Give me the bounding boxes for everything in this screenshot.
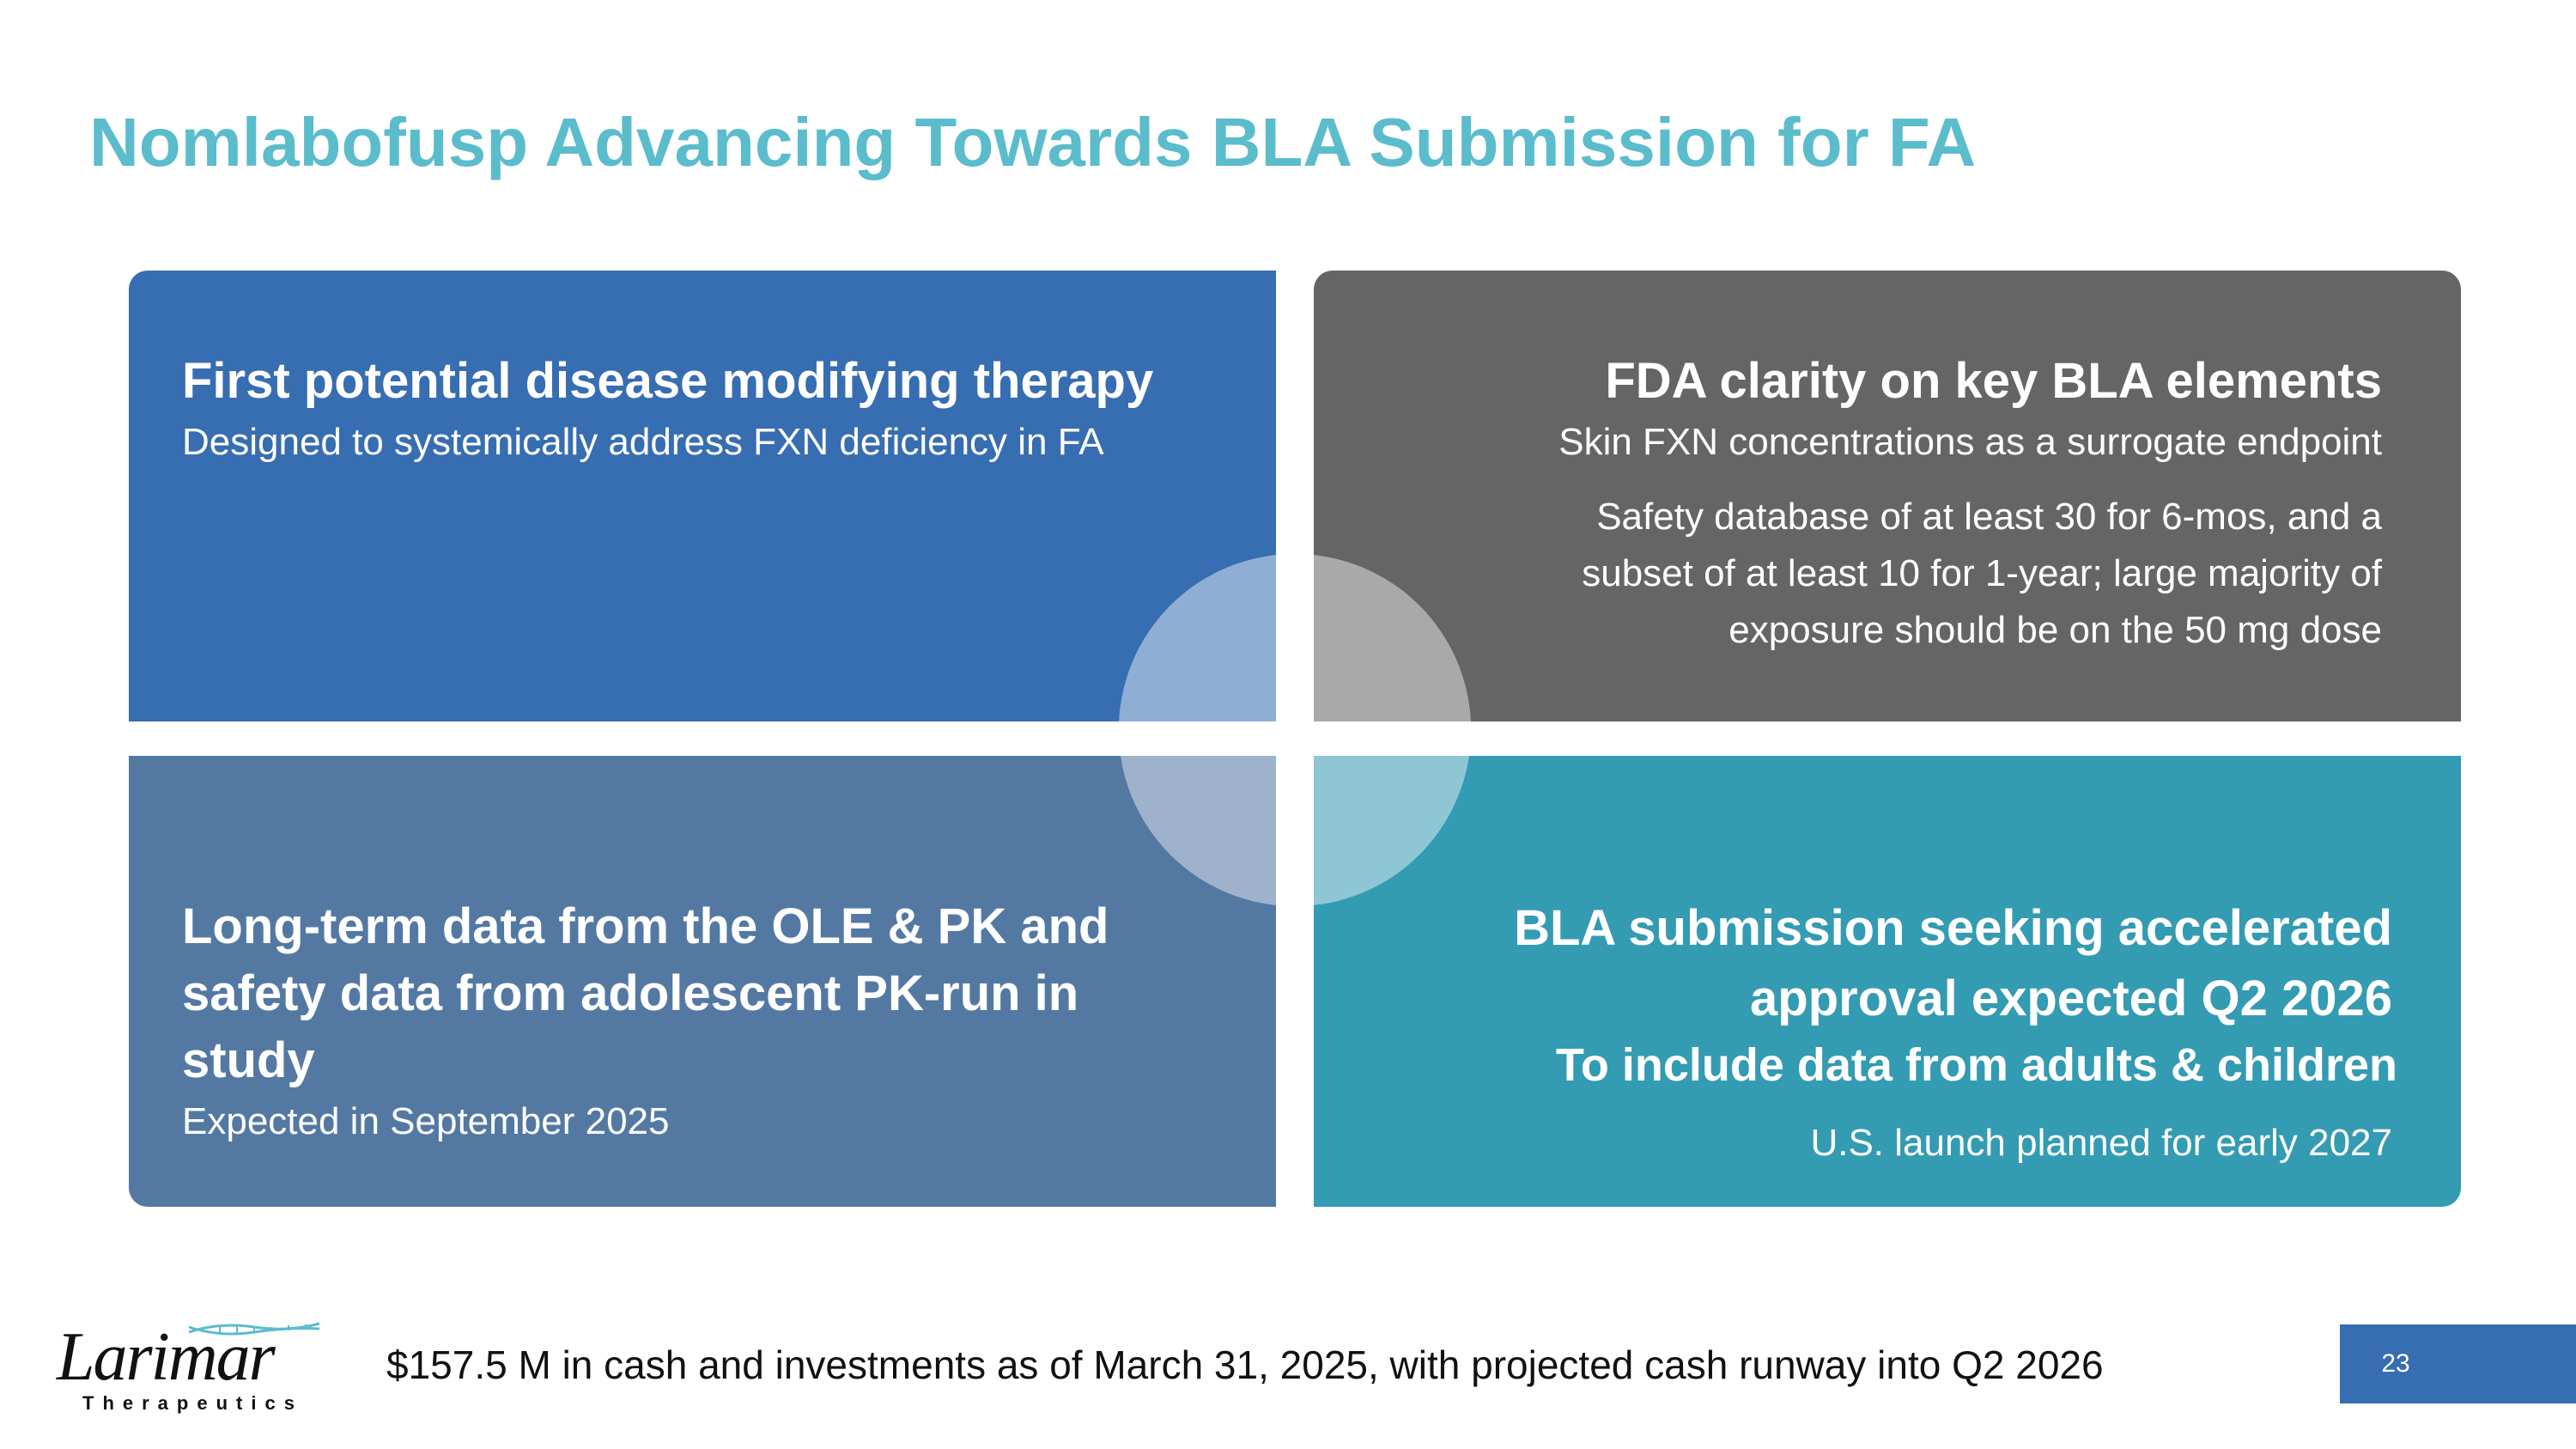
logo-wordmark: Larimar [57, 1319, 276, 1395]
quadrant-heading-line-2: approval expected Q2 2026 [1750, 971, 2392, 1026]
logo-tagline: Therapeutics [82, 1392, 303, 1414]
quadrant-divider-horizontal [129, 721, 2461, 756]
quadrant-heading: First potential disease modifying therap… [182, 353, 1154, 409]
circle-segment-top-left [1119, 554, 1295, 730]
quadrant-body: Expected in September 2025 [182, 1100, 670, 1142]
quadrant-fda-clarity: FDA clarity on key BLA elements Skin FXN… [1314, 271, 2461, 721]
quadrant-body-surrogate: Skin FXN concentrations as a surrogate e… [1558, 421, 2382, 463]
circle-segment-bottom-left [1119, 730, 1295, 906]
quadrant-long-term-data: Long-term data from the OLE & PK and saf… [129, 756, 1276, 1207]
quadrant-body: U.S. launch planned for early 2027 [1810, 1122, 2392, 1164]
quadrant-subheading: To include data from adults & children [1555, 1039, 2397, 1091]
company-logo: Larimar Therapeutics [57, 1318, 320, 1414]
quadrant-heading-line-1: BLA submission seeking accelerated [1514, 900, 2392, 956]
helix-icon [188, 1322, 320, 1336]
circle-segment-top-right [1295, 554, 1471, 730]
quadrant-heading-line-1: Long-term data from the OLE & PK and [182, 898, 1109, 954]
circle-segment-bottom-right [1295, 730, 1471, 906]
quadrant-heading: FDA clarity on key BLA elements [1605, 353, 2382, 409]
safety-line-3: exposure should be on the 50 mg dose [1728, 609, 2382, 651]
page-title: Nomlabofusp Advancing Towards BLA Submis… [89, 104, 1977, 180]
quadrant-body: Designed to systemically address FXN def… [182, 421, 1104, 463]
safety-line-1: Safety database of at least 30 for 6-mos… [1596, 496, 2382, 538]
page-number: 23 [2340, 1324, 2576, 1403]
quadrant-heading-line-2: safety data from adolescent PK-run in st… [182, 965, 1079, 1088]
cash-position-note: $157.5 M in cash and investments as of M… [386, 1342, 2104, 1387]
quadrant-body-safety: Safety database of at least 30 for 6-mos… [1365, 489, 2382, 659]
quadrant-bla-submission: BLA submission seeking accelerated appro… [1314, 756, 2461, 1207]
safety-line-2: subset of at least 10 for 1-year; large … [1582, 552, 2382, 594]
quadrant-disease-modifying-therapy: First potential disease modifying therap… [129, 271, 1276, 721]
